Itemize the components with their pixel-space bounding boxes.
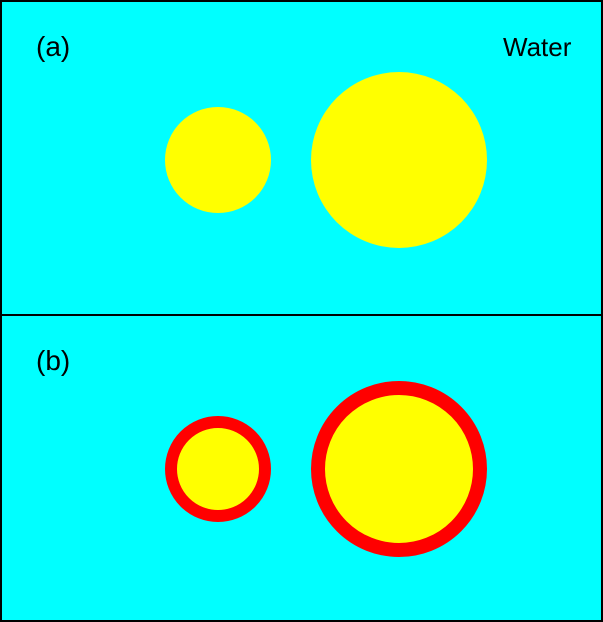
panel-a: (a) Water	[0, 0, 603, 316]
panel-a-background	[0, 0, 603, 316]
panel-a-label: (a)	[36, 31, 70, 62]
panel-b-background	[0, 314, 603, 622]
panel-b-large-particle-shelled	[311, 381, 487, 557]
panel-a-large-particle	[311, 72, 487, 248]
water-label: Water	[503, 32, 572, 62]
panel-b: (b)	[0, 314, 603, 622]
panel-a-small-particle	[165, 107, 271, 213]
panel-b-label: (b)	[36, 345, 70, 376]
panel-b-small-particle-shelled	[165, 416, 271, 522]
